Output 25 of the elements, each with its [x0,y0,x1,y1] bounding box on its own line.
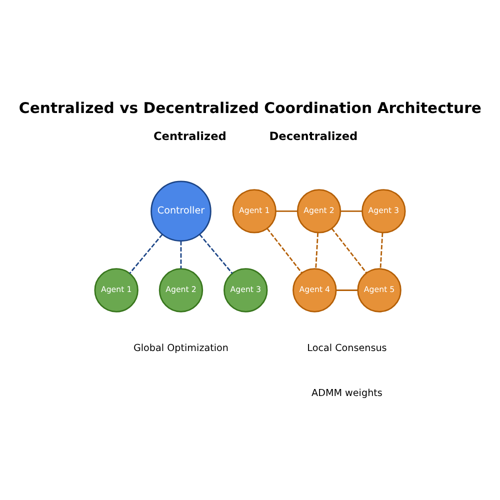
connector [199,233,233,274]
node-circle: Agent 2 [158,268,204,312]
node-circle: Controller [150,180,212,242]
node-circle: Agent 4 [292,268,337,312]
connector [180,240,182,268]
connector [340,210,362,212]
connector [129,233,163,274]
label: Centralized [153,128,226,142]
label: ADMM weights [312,388,382,399]
label: Local Consensus [307,342,387,354]
label: Global Optimization [133,342,228,354]
label: Decentralized [269,128,358,142]
node-circle: Agent 1 [94,268,138,312]
connector [336,289,358,290]
connector [315,232,319,268]
node-circle: Agent 5 [357,268,402,312]
diagram-title: Centralized vs Decentralized Coordination Architecture [18,98,482,116]
node-circle: Agent 2 [296,188,342,233]
connector [380,232,384,268]
node-circle: Agent 3 [224,268,268,312]
node-circle: Agent 1 [232,188,276,233]
connector [276,210,298,212]
connector [331,228,368,273]
node-circle: Agent 3 [362,188,406,233]
connector [266,228,302,273]
